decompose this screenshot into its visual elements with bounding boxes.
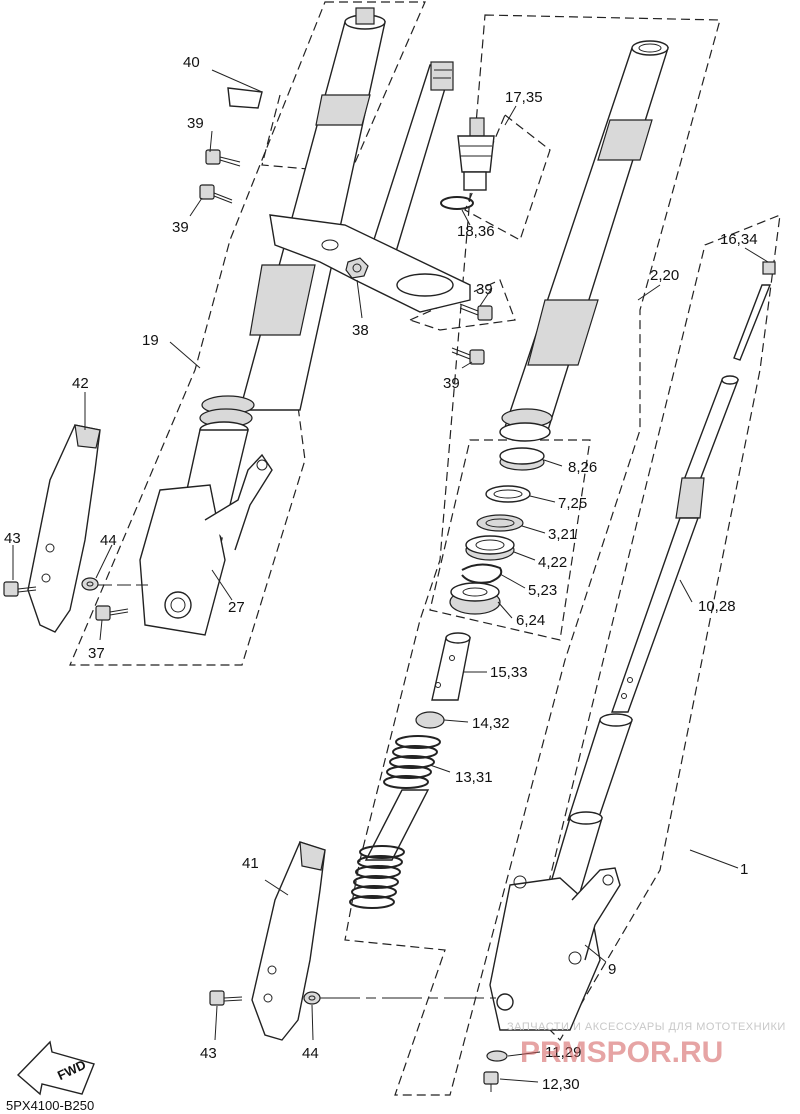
label-37: 37 [88, 645, 105, 662]
left-fork-assembly [139, 7, 386, 636]
drain-bolt-12-30 [483, 1071, 499, 1092]
label-41: 41 [242, 855, 259, 872]
washer-44-lower [303, 991, 321, 1005]
spring-13-31-upper [383, 735, 441, 789]
oil-seal-4-22 [465, 535, 515, 561]
label-7-25: 7,25 [558, 495, 587, 512]
steering-stem [369, 64, 453, 256]
label-16-34: 16,34 [720, 231, 758, 248]
dust-seal-6-24 [449, 582, 501, 615]
label-1: 1 [740, 861, 748, 878]
diagram-code: 5PX4100-B250 [6, 1098, 94, 1113]
bolt-39-right-b [451, 347, 485, 365]
spring-spacer-tube [364, 789, 430, 861]
group-outline-seals [429, 439, 591, 641]
left-fork-cap [355, 7, 375, 25]
label-38: 38 [352, 322, 369, 339]
right-axle-bracket-9 [489, 867, 621, 1031]
collar-15-33 [431, 632, 471, 701]
label-15-33: 15,33 [490, 664, 528, 681]
label-39-b: 39 [172, 219, 189, 236]
group-outline-right-fork [344, 14, 721, 1096]
bolt-43-upper [3, 581, 37, 597]
label-3-21: 3,21 [548, 526, 577, 543]
label-44-lower: 44 [302, 1045, 319, 1062]
washer-14-32 [415, 711, 445, 729]
fork-guard-42 [27, 424, 101, 633]
label-10-28: 10,28 [698, 598, 736, 615]
left-inner-tube [239, 21, 386, 411]
label-39-c: 39 [476, 281, 493, 298]
bolt-37 [95, 605, 129, 621]
label-39-d: 39 [443, 375, 460, 392]
label-4-22: 4,22 [538, 554, 567, 571]
left-axle-bracket [139, 484, 226, 636]
clip-5-23 [461, 563, 503, 584]
o-ring-18-36 [440, 196, 474, 210]
spring-13-31-lower [349, 845, 405, 909]
label-44-upper: 44 [100, 532, 117, 549]
left-caliper-mount [204, 453, 273, 551]
label-39-a: 39 [187, 115, 204, 132]
label-27: 27 [228, 599, 245, 616]
label-43-lower: 43 [200, 1045, 217, 1062]
group-outline-left-fork [69, 1, 426, 666]
part-labels: 40 39 39 39 39 17,35 18,36 16,34 2,20 38… [4, 54, 758, 1093]
label-18-36: 18,36 [457, 223, 495, 240]
label-43-upper: 43 [4, 530, 21, 547]
label-12-30: 12,30 [542, 1076, 580, 1093]
label-11-29: 11,29 [545, 1044, 581, 1061]
label-2-20: 2,20 [650, 267, 679, 284]
washer-44-upper [81, 577, 99, 591]
label-8-26: 8,26 [568, 459, 597, 476]
cap-bolt-17-35 [457, 117, 495, 191]
group-outline-steering-bolts [408, 279, 516, 331]
bolt-39-right-a [459, 303, 493, 321]
nut-38 [345, 257, 369, 279]
bolt-39-upper-a [205, 149, 241, 167]
triple-clamp-assembly [269, 61, 471, 313]
label-6-24: 6,24 [516, 612, 545, 629]
ring-3-21 [476, 514, 524, 532]
fork-guard-41 [251, 841, 326, 1041]
seal-stack [449, 447, 545, 615]
damper-rod-10-28 [611, 261, 776, 713]
label-14-32: 14,32 [472, 715, 510, 732]
label-40: 40 [183, 54, 200, 71]
washer-7-25 [485, 485, 531, 503]
part-40-plate [227, 87, 263, 109]
watermark-logo: PRMSPOR.RU [520, 1036, 723, 1069]
fwd-arrow-icon: FWD [16, 1040, 95, 1096]
watermark-text: ЗАПЧАСТИ И АКСЕССУАРЫ ДЛЯ МОТОТЕХНИКИ [507, 1021, 786, 1033]
label-17-35: 17,35 [505, 89, 543, 106]
right-fork-upper-tube [499, 40, 669, 442]
label-5-23: 5,23 [528, 582, 557, 599]
ring-8-26 [499, 447, 545, 471]
label-13-31: 13,31 [455, 769, 493, 786]
label-42: 42 [72, 375, 89, 392]
bolt-39-upper-b [199, 184, 233, 204]
washer-11-29 [486, 1050, 508, 1062]
leader-lines [12, 69, 769, 1083]
label-19: 19 [142, 332, 159, 349]
bolt-43-lower [209, 990, 243, 1006]
label-9: 9 [608, 961, 616, 978]
